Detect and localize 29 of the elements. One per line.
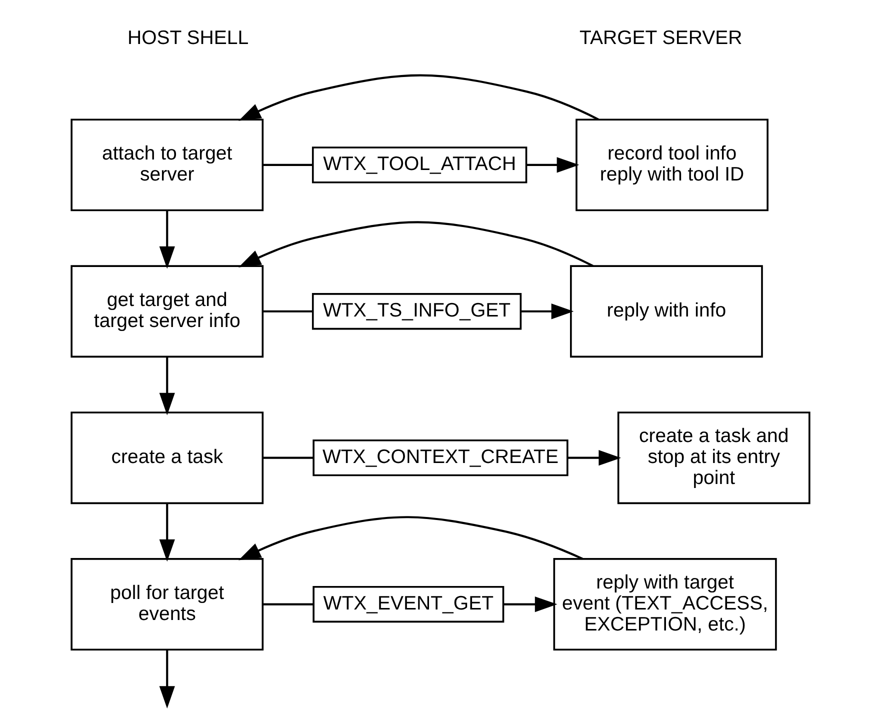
arrow [503,596,557,612]
arrow [158,650,174,708]
connector [262,456,313,459]
label: TARGET SERVER [579,26,742,49]
node-box: record tool info reply with tool ID [575,118,768,212]
arrow [520,304,574,320]
arrow [158,210,174,269]
node-box: WTX_EVENT_GET [312,586,504,623]
node-box: get target and target server info [70,265,264,358]
node-box: WTX_CONTEXT_CREATE [312,439,568,476]
arrow [238,74,599,121]
label: HOST SHELL [126,26,248,49]
connector [262,310,312,312]
arrow [158,357,174,416]
node-box: poll for target events [70,558,264,651]
node-box: reply with info [570,265,762,358]
arrow [526,157,579,173]
node-box: create a task and stop at its entry point [616,412,810,504]
arrow [238,516,582,560]
node-box: WTX_TS_INFO_GET [311,293,522,330]
arrow [238,221,593,268]
node-box: WTX_TOOL_ATTACH [311,146,527,184]
connector [262,603,313,606]
connector [262,164,312,166]
arrow [567,450,621,466]
node-box: create a task [70,412,264,504]
arrow [158,504,174,562]
node-box: attach to target server [70,118,264,212]
node-box: reply with target event (TEXT_ACCESS, EXCEPTION, etc.) [552,558,776,651]
